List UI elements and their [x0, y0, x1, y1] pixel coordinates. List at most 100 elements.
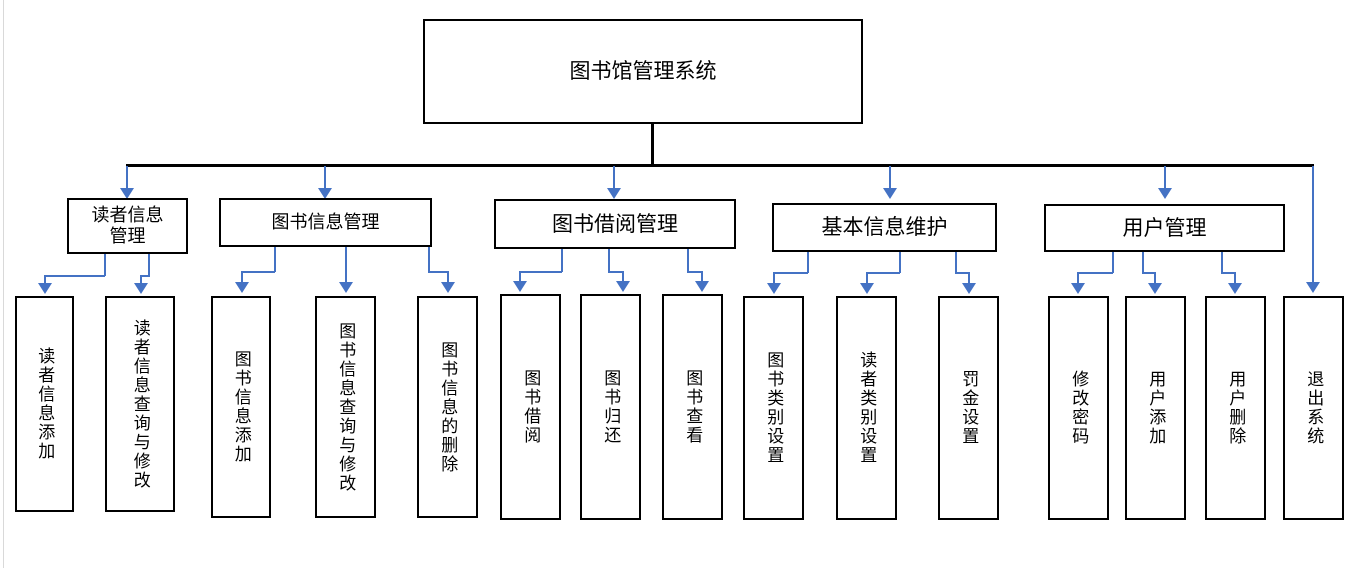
node-fine-setting[interactable]: 罚金设置	[938, 296, 999, 520]
node-book-info-query-modify-label: 图书信息查询与修改	[336, 321, 356, 493]
elbow-h-user-1	[1077, 272, 1113, 274]
arrowhead-book-return	[616, 281, 630, 292]
elbow-v-reader-2	[148, 254, 150, 276]
node-exit-system-label: 退出系统	[1304, 370, 1324, 446]
elbow-drop-user-2	[1154, 272, 1156, 286]
node-book-borrow-management-label: 图书借阅管理	[552, 211, 678, 236]
node-book-borrow-management[interactable]: 图书借阅管理	[494, 199, 736, 249]
node-basic-info-maintenance[interactable]: 基本信息维护	[772, 203, 997, 252]
elbow-v-borrow-3	[687, 249, 689, 272]
elbow-h-basic-3	[955, 272, 969, 274]
elbow-v-basic-3	[955, 252, 957, 273]
elbow-drop-book-3	[447, 271, 449, 286]
label-line-2: 管理	[109, 226, 146, 246]
arrowhead-book-info-query-modify	[339, 282, 353, 293]
arrowhead-reader-category-setting	[860, 283, 874, 294]
page-gutter-line	[3, 0, 4, 568]
elbow-v-book-3	[428, 247, 430, 272]
node-user-management[interactable]: 用户管理	[1044, 204, 1285, 252]
node-user-delete-label: 用户删除	[1226, 370, 1246, 446]
bus-drop-basic-info-maintenance	[889, 166, 891, 192]
node-change-password[interactable]: 修改密码	[1048, 296, 1109, 520]
node-reader-info-management[interactable]: 读者信息 管理	[67, 198, 188, 254]
elbow-drop-borrow-2	[622, 271, 624, 284]
arrowhead-basic-info-maintenance	[883, 188, 897, 199]
node-reader-category-setting[interactable]: 读者类别设置	[836, 296, 897, 520]
elbow-drop-user-1	[1077, 272, 1079, 286]
node-book-info-query-modify[interactable]: 图书信息查询与修改	[315, 296, 376, 518]
bus-drop-book-info-management	[324, 166, 326, 192]
node-book-info-delete[interactable]: 图书信息的删除	[417, 296, 478, 518]
node-root-label: 图书馆管理系统	[569, 59, 717, 84]
node-book-borrow-label: 图书借阅	[521, 369, 541, 445]
arrowhead-book-borrow-management	[607, 188, 621, 199]
elbow-v-book-1	[274, 247, 276, 272]
elbow-drop-reader-2	[140, 275, 142, 287]
elbow-h-book-3	[428, 271, 449, 273]
node-user-add[interactable]: 用户添加	[1125, 296, 1186, 520]
node-reader-info-add[interactable]: 读者信息添加	[15, 296, 74, 512]
elbow-v-user-2	[1142, 252, 1144, 273]
arrowhead-change-password	[1071, 283, 1085, 294]
node-book-borrow[interactable]: 图书借阅	[500, 294, 561, 520]
arrowhead-book-info-delete	[441, 282, 455, 293]
node-book-info-management[interactable]: 图书信息管理	[219, 198, 432, 247]
elbow-v-basic-2	[899, 252, 901, 273]
node-book-category-setting[interactable]: 图书类别设置	[743, 296, 804, 520]
node-book-info-management-label: 图书信息管理	[271, 212, 380, 233]
node-reader-info-query-modify[interactable]: 读者信息查询与修改	[105, 296, 175, 512]
node-reader-info-add-label: 读者信息添加	[35, 347, 55, 461]
elbow-v-book-2	[345, 247, 347, 272]
main-bus-line	[126, 164, 1314, 167]
node-book-view-label: 图书查看	[683, 369, 703, 445]
elbow-drop-user-3	[1234, 272, 1236, 286]
arrowhead-user-delete	[1228, 283, 1242, 294]
elbow-v-reader-1	[104, 254, 106, 276]
arrowhead-book-view	[695, 281, 709, 292]
elbow-drop-basic-1	[773, 272, 775, 286]
node-book-return-label: 图书归还	[601, 369, 621, 445]
node-user-add-label: 用户添加	[1146, 370, 1166, 446]
arrowhead-fine-setting	[962, 283, 976, 294]
elbow-h-borrow-1	[519, 271, 562, 273]
node-reader-category-setting-label: 读者类别设置	[857, 351, 877, 465]
node-user-delete[interactable]: 用户删除	[1205, 296, 1266, 520]
node-basic-info-maintenance-label: 基本信息维护	[821, 215, 948, 240]
label-line-1: 读者信息	[91, 205, 164, 226]
bus-drop-user-management	[1164, 166, 1166, 192]
elbow-drop-book-1	[241, 271, 243, 286]
elbow-h-user-3	[1221, 272, 1236, 274]
node-exit-system[interactable]: 退出系统	[1283, 296, 1344, 520]
elbow-drop-borrow-3	[701, 271, 703, 284]
node-book-info-delete-label: 图书信息的删除	[438, 340, 458, 474]
arrowhead-exit-system	[1306, 282, 1320, 293]
elbow-v-borrow-2	[608, 249, 610, 272]
elbow-v-user-3	[1221, 252, 1223, 273]
arrowhead-user-add	[1148, 283, 1162, 294]
node-book-view[interactable]: 图书查看	[662, 294, 723, 520]
node-reader-info-query-modify-label: 读者信息查询与修改	[130, 318, 150, 490]
node-fine-setting-label: 罚金设置	[959, 370, 979, 446]
elbow-v-basic-1	[807, 252, 809, 273]
bus-drop-exit-system	[1312, 166, 1314, 286]
elbow-h-user-2	[1142, 272, 1156, 274]
elbow-v-borrow-1	[561, 249, 563, 272]
elbow-h-book-1	[241, 271, 275, 273]
elbow-drop-borrow-1	[519, 271, 521, 284]
node-root-library-management-system[interactable]: 图书馆管理系统	[423, 19, 863, 124]
node-book-info-add[interactable]: 图书信息添加	[211, 296, 271, 518]
node-book-category-setting-label: 图书类别设置	[764, 351, 784, 465]
root-stem-line	[651, 124, 654, 166]
elbow-drop-basic-3	[968, 272, 970, 286]
arrowhead-user-management	[1158, 188, 1172, 199]
elbow-h-reader-1	[44, 275, 105, 277]
elbow-v-user-1	[1112, 252, 1114, 273]
node-reader-info-management-label: 读者信息 管理	[92, 205, 164, 246]
elbow-h-basic-1	[773, 272, 808, 274]
elbow-h-reader-2	[140, 275, 150, 277]
arrowhead-book-borrow	[513, 281, 527, 292]
elbow-drop-reader-1	[44, 275, 46, 287]
node-change-password-label: 修改密码	[1069, 370, 1089, 446]
node-book-return[interactable]: 图书归还	[580, 294, 641, 520]
